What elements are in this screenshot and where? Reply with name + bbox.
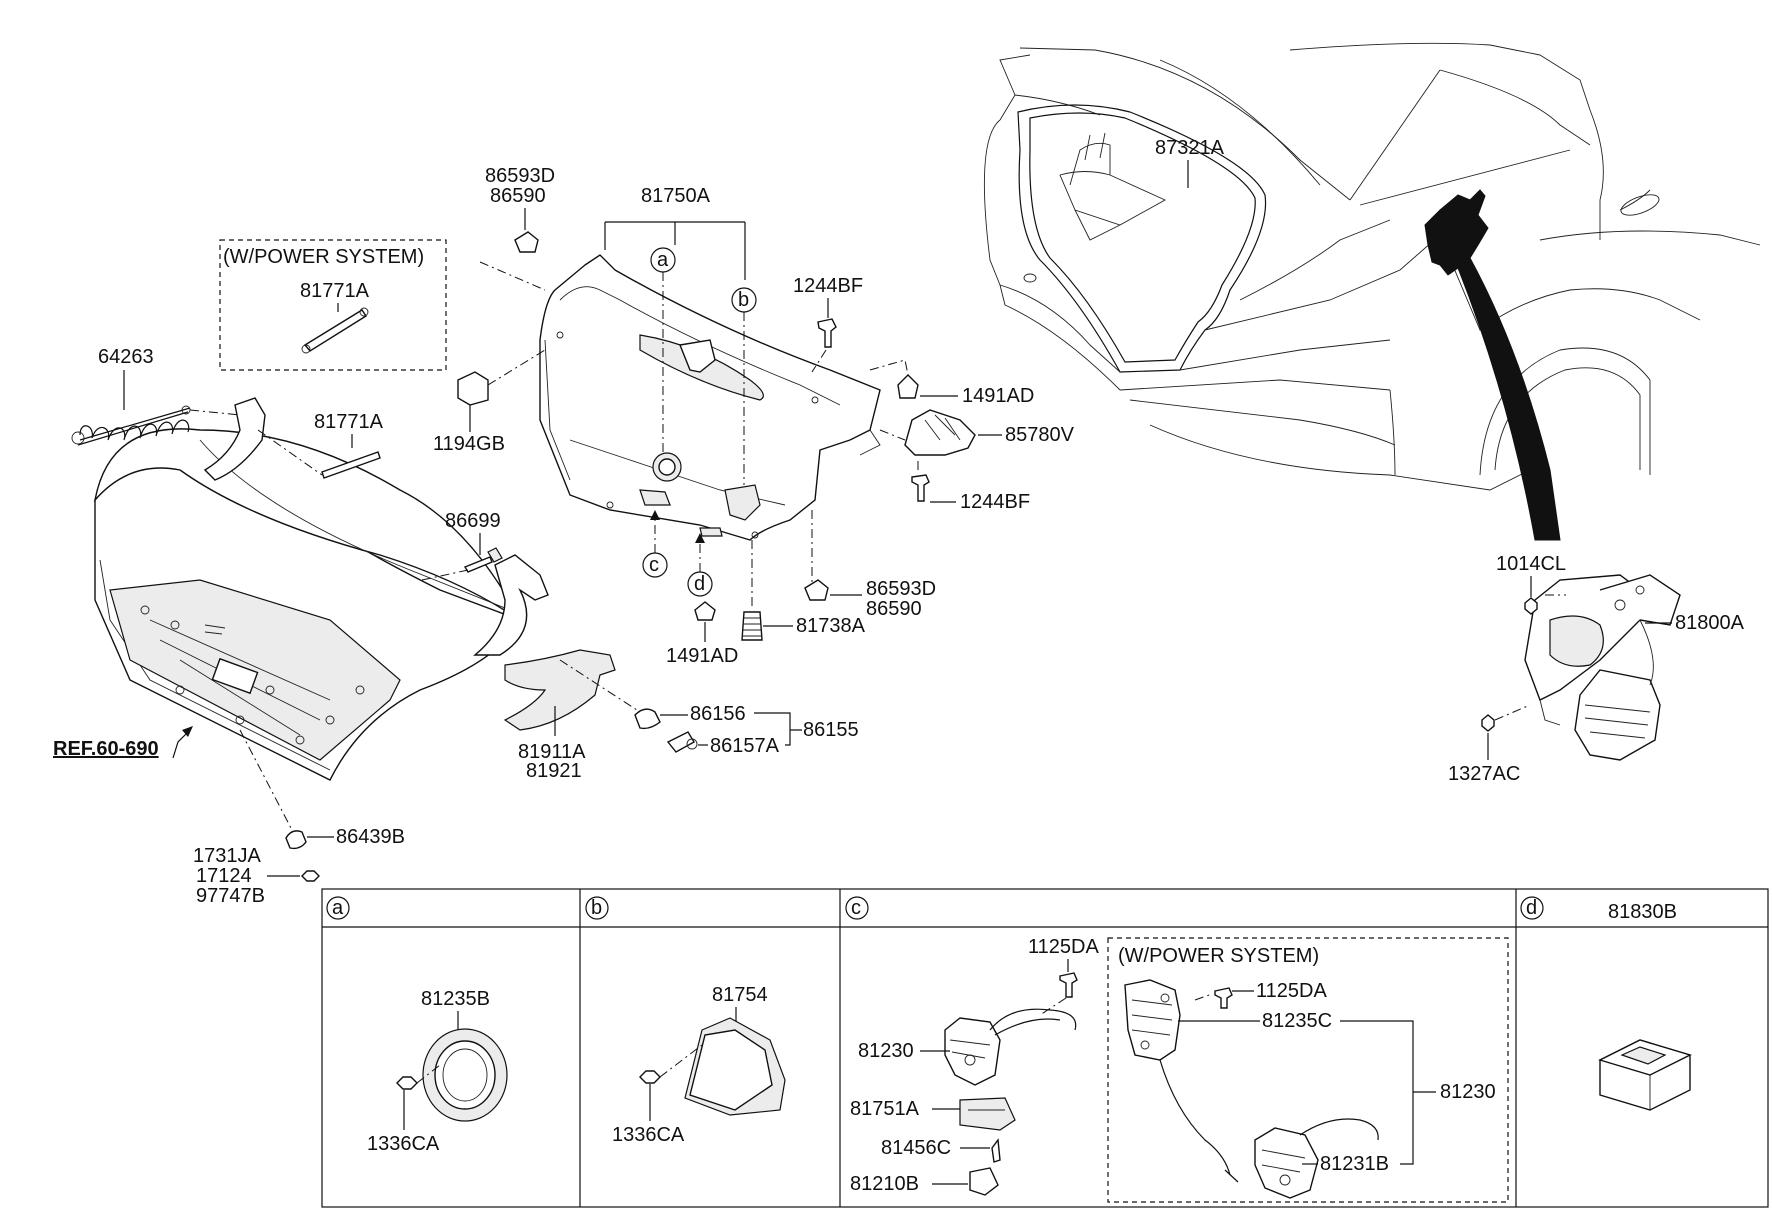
label-81235C: 81235C [1262, 1010, 1332, 1032]
part-81751A [959, 1097, 1016, 1131]
power-system-box-2 [1107, 937, 1509, 1203]
label-97747B: 97747B [196, 885, 265, 907]
bolt-1125DA-power [1214, 987, 1233, 1009]
table-callout-c-marker [845, 896, 869, 920]
screw-1244BF-lower [911, 474, 930, 502]
part-81800A-latch-actuator [1524, 574, 1681, 761]
label-1194GB: 1194GB [433, 433, 505, 455]
label-86590-top: 86590 [490, 185, 546, 207]
clip-86593D-top [514, 231, 539, 253]
label-81750A: 81750A [641, 185, 711, 207]
label-81800A: 81800A [1675, 612, 1745, 634]
label-81911A: 81911A [518, 741, 586, 763]
label-81738A: 81738A [796, 615, 866, 637]
screw-1244BF-top [817, 318, 837, 348]
ref-60-690[interactable]: REF.60-690 [53, 738, 159, 760]
gas-strut-81771A-power [303, 309, 367, 352]
label-1491AD-lower: 1491AD [666, 645, 738, 667]
label-86590-mid: 86590 [866, 598, 922, 620]
label-1125DA-power: 1125DA [1256, 980, 1327, 1002]
label-64263: 64263 [98, 346, 154, 368]
table-callout-c: c [851, 897, 861, 919]
nut-17124 [301, 870, 320, 882]
label-86699: 86699 [445, 510, 501, 532]
part-trunk-lid [93, 428, 521, 781]
callout-d-letter: d [694, 573, 705, 595]
part-81231B-latch [1254, 1118, 1379, 1199]
hinge-left [203, 397, 266, 481]
table-callout-d-marker [1520, 896, 1544, 920]
nut-1327AC [1481, 714, 1495, 732]
clip-1491AD-lower [694, 601, 716, 621]
table-callout-a: a [332, 897, 344, 919]
callout-b-letter: b [738, 289, 749, 311]
hinge-right [473, 554, 549, 656]
part-85780V [904, 409, 976, 456]
power-system-box-1 [219, 239, 447, 371]
clip-1491AD-top [897, 374, 919, 399]
table-callout-a-marker [326, 896, 350, 920]
label-86593D-top: 86593D [485, 165, 555, 187]
label-1336CA-b: 1336CA [612, 1124, 685, 1146]
label-81456C: 81456C [881, 1137, 951, 1159]
clip-86157A [666, 731, 695, 753]
part-81235B-ring [422, 1028, 508, 1122]
callout-a-letter: a [657, 249, 669, 271]
label-81771A: 81771A [314, 411, 384, 433]
label-17124: 17124 [196, 865, 252, 887]
clip-1336CA-b [639, 1070, 661, 1084]
table-callout-b-marker [585, 896, 609, 920]
clip-86593D-mid [804, 579, 829, 601]
table-callout-b: b [591, 897, 602, 919]
label-81231B: 81231B [1320, 1153, 1389, 1175]
bolt-1125DA-c [1059, 972, 1078, 998]
label-81230-c: 81230 [858, 1040, 914, 1062]
label-81210B: 81210B [850, 1173, 919, 1195]
gas-strut-81771A [321, 451, 381, 479]
part-81754-cover [684, 1017, 786, 1116]
label-1244BF-top: 1244BF [793, 275, 863, 297]
part-81750A-trim-panel [539, 254, 881, 541]
hinge-cover-81911A [503, 649, 616, 731]
label-86593D-mid: 86593D [866, 578, 936, 600]
label-87321A: 87321A [1155, 137, 1225, 159]
label-1125DA-c: 1125DA [1028, 936, 1099, 958]
label-81754: 81754 [712, 984, 768, 1006]
clip-1336CA-a [396, 1076, 418, 1090]
callout-c-letter: c [649, 554, 659, 576]
grommet-86439B [285, 830, 307, 850]
clip-86156 [634, 708, 661, 730]
label-wps-1: (W/POWER SYSTEM) [223, 246, 424, 268]
label-81230-power: 81230 [1440, 1081, 1496, 1103]
part-81230-latch [944, 1008, 1077, 1086]
label-1244BF-lower: 1244BF [960, 491, 1030, 513]
label-1491AD-top: 1491AD [962, 385, 1034, 407]
car-rear-illustration [983, 42, 1761, 541]
label-81830B: 81830B [1608, 901, 1677, 923]
label-1014CL: 1014CL [1496, 553, 1566, 575]
label-81921: 81921 [526, 760, 582, 782]
part-81830B-switch [1598, 1039, 1692, 1111]
nut-1014CL [1524, 597, 1538, 615]
part-81210B [969, 1167, 999, 1196]
label-86156: 86156 [690, 703, 746, 725]
label-86157A: 86157A [710, 735, 780, 757]
label-81235B: 81235B [421, 988, 490, 1010]
label-85780V: 85780V [1005, 424, 1075, 446]
label-wps-2: (W/POWER SYSTEM) [1118, 945, 1319, 967]
label-86439B: 86439B [336, 826, 405, 848]
label-1731JA: 1731JA [193, 845, 261, 867]
bumper-1194GB [457, 371, 489, 406]
label-81751A: 81751A [850, 1098, 920, 1120]
detail-table [321, 888, 1769, 1208]
bumper-81738A [741, 611, 763, 641]
label-86155: 86155 [803, 719, 859, 741]
label-81771A-power: 81771A [300, 280, 370, 302]
label-1327AC: 1327AC [1448, 763, 1520, 785]
label-1336CA-a: 1336CA [367, 1133, 440, 1155]
pin-81456C [991, 1138, 1001, 1163]
table-callout-d: d [1526, 897, 1537, 919]
part-81235C-actuator [1124, 979, 1239, 1183]
